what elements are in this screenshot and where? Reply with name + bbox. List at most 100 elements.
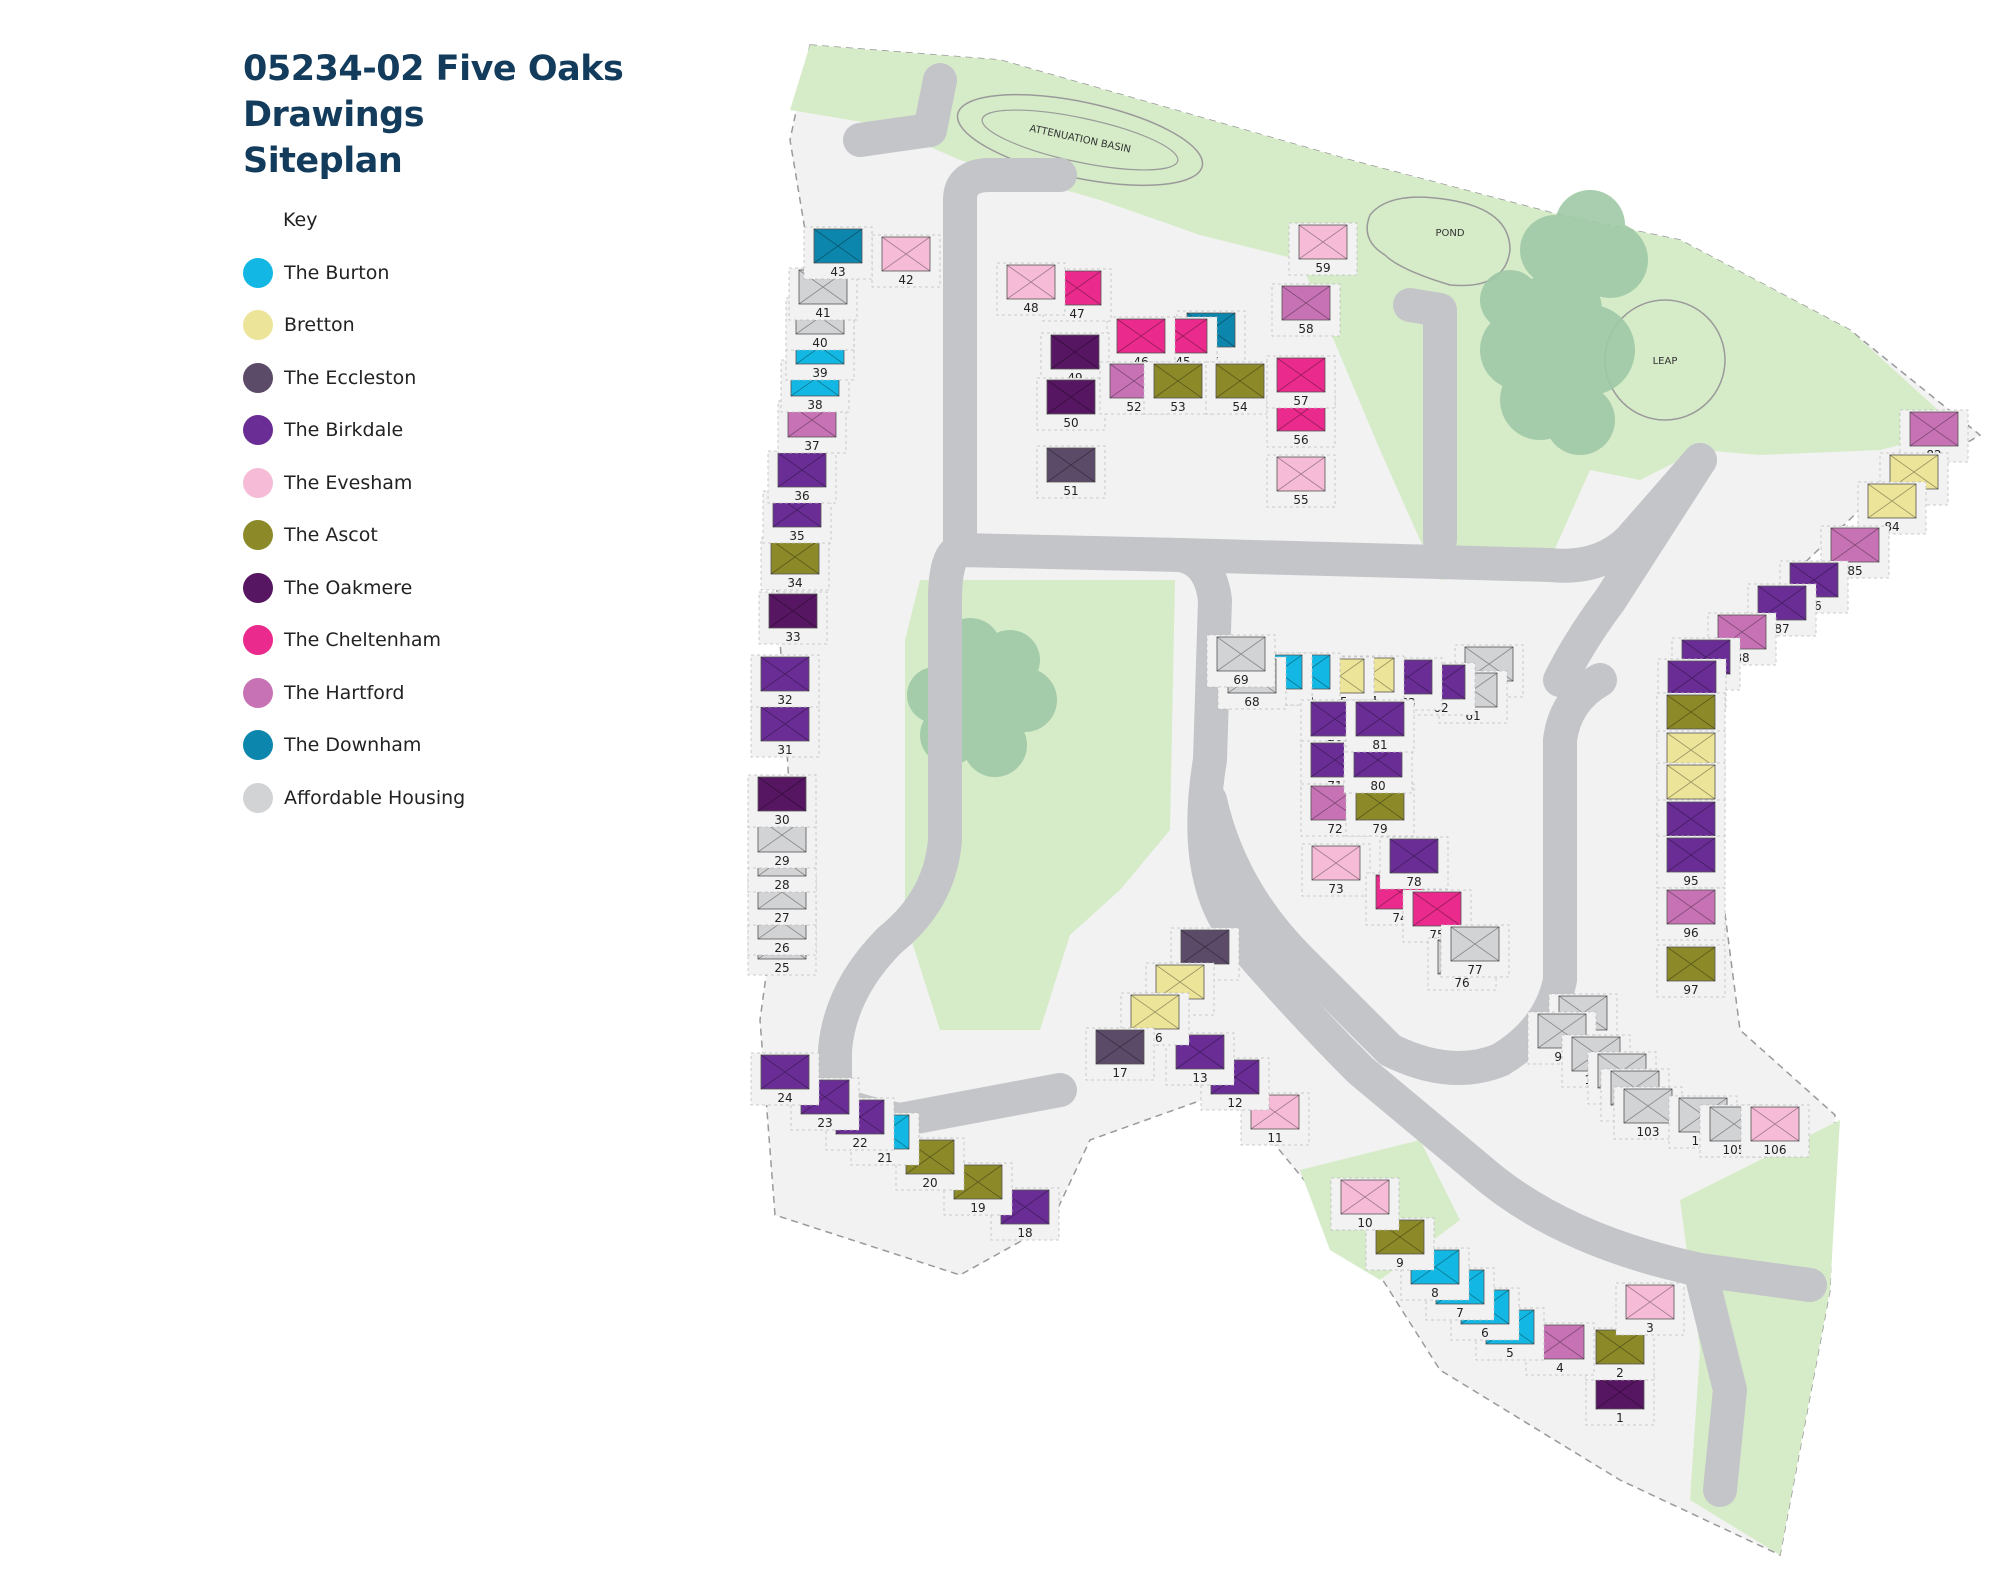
roof-lines [1281,285,1331,321]
house-footprint [1340,1179,1390,1215]
plot-10: 10 [1330,1177,1400,1231]
plot-77: 77 [1440,924,1510,978]
plot-number: 13 [1192,1071,1207,1085]
house-footprint [770,539,820,575]
plot-number: 38 [807,398,822,412]
south-spur-road [1683,1253,1747,1507]
plot-number: 53 [1170,400,1185,414]
plot-number: 35 [789,529,804,543]
house-footprint [1389,838,1439,874]
plot-number: 43 [830,265,845,279]
roof-lines [770,539,820,575]
plot-number: 32 [777,693,792,707]
plot-number: 55 [1293,493,1308,507]
plot-number: 78 [1406,875,1421,889]
plot-number: 47 [1069,307,1084,321]
roof-lines [1298,224,1348,260]
plot-number: 34 [787,576,802,590]
plot-19: 19 [943,1162,1013,1216]
plot-81: 81 [1345,699,1415,753]
roof-lines [777,452,827,488]
plot-number: 7 [1456,1306,1464,1320]
plot-number: 24 [777,1091,792,1105]
plot-number: 29 [774,854,789,868]
roof-lines [1153,363,1203,399]
plot-number: 80 [1370,779,1385,793]
plot-55: 55 [1266,454,1336,508]
house-footprint [881,236,931,272]
plot-84: 84 [1857,481,1927,535]
house-footprint [1667,660,1717,696]
roof-lines [881,236,931,272]
legend-swatch [243,520,273,550]
roof-lines [1276,357,1326,393]
plot-number: 31 [777,743,792,757]
legend-label: Bretton [284,314,355,336]
plot-97: 97 [1656,944,1726,998]
house-footprint [1116,318,1166,354]
legend-item-the-cheltenham: The Cheltenham [243,624,441,656]
roof-lines [1216,636,1266,672]
plot-30: 30 [747,774,817,828]
legend-item-the-downham: The Downham [243,729,421,761]
roof-lines [1389,838,1439,874]
house-footprint [1666,837,1716,873]
roof-lines [1046,379,1096,415]
plot-number: 25 [774,961,789,975]
plot-number: 18 [1017,1226,1032,1240]
plot-number: 30 [774,813,789,827]
plot-95: 95 [1656,835,1726,889]
plot-number: 51 [1063,484,1078,498]
roof-lines [1276,456,1326,492]
house-footprint [1050,334,1100,370]
house-footprint [757,776,807,812]
roof-lines [757,776,807,812]
plot-48: 48 [996,262,1066,316]
house-footprint [760,1054,810,1090]
plot-number: 1 [1616,1411,1624,1425]
plot-number: 76 [1454,976,1469,990]
roof-lines [1006,264,1056,300]
house-footprint [813,228,863,264]
road-network [818,63,1827,1507]
plot-13: 13 [1165,1032,1235,1086]
roof-lines [1180,929,1230,965]
plot-58: 58 [1271,283,1341,337]
house-footprint [1006,264,1056,300]
house-footprint [1281,285,1331,321]
house-footprint [1595,1329,1645,1365]
legend-swatch [243,363,273,393]
house-footprint [1311,845,1361,881]
plot-33: 33 [758,591,828,645]
plot-number: 12 [1227,1096,1242,1110]
house-footprint [1046,447,1096,483]
plot-34: 34 [760,537,830,591]
plot-number: 17 [1112,1066,1127,1080]
house-footprint [760,706,810,742]
legend-label: The Hartford [284,682,405,704]
plot-number: 8 [1431,1286,1439,1300]
legend-swatch [243,258,273,288]
roof-lines [1830,527,1880,563]
west-road [943,158,1077,567]
plot-number: 33 [785,630,800,644]
house-footprint [1153,363,1203,399]
roof-lines [1666,732,1716,768]
plot-number: 20 [922,1176,937,1190]
plot-number: 56 [1293,433,1308,447]
plot-number: 40 [812,336,827,350]
roof-lines [1095,1029,1145,1065]
plot-number: 68 [1244,695,1259,709]
roof-lines [1666,764,1716,800]
roof-lines [1867,483,1917,519]
house-footprint [1046,379,1096,415]
roof-lines [760,706,810,742]
legend-item-the-oakmere: The Oakmere [243,572,412,604]
plot-number: 4 [1556,1361,1564,1375]
legend-item-affordable-housing: Affordable Housing [243,782,465,814]
plot-85: 85 [1820,525,1890,579]
legend-label: The Ascot [284,524,378,546]
legend-label: The Birkdale [284,419,404,441]
east-spur-road [1543,443,1717,697]
plot-number: 69 [1233,673,1248,687]
